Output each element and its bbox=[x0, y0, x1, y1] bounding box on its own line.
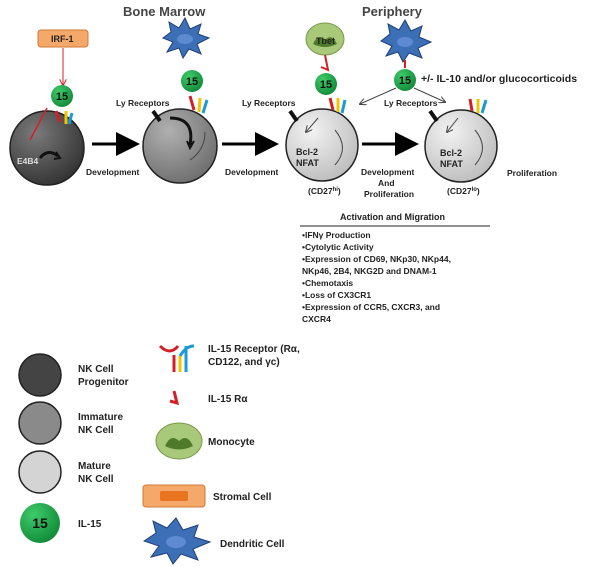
activation-item: NKp46, 2B4, NKG2D and DNAM-1 bbox=[302, 266, 437, 276]
il15-arrow-left bbox=[360, 87, 397, 104]
il15-receptor-icon bbox=[54, 110, 74, 125]
il15-badge-4: 15 bbox=[394, 69, 416, 91]
legend-stromal-label: Stromal Cell bbox=[213, 492, 272, 503]
svg-text:15: 15 bbox=[32, 515, 48, 531]
bcl2-label-2: Bcl-2 bbox=[440, 148, 462, 158]
il15-receptor-icon bbox=[328, 97, 347, 114]
ly-receptors-label-2: Ly Receptors bbox=[242, 98, 296, 108]
cd27lo-label: (CD27lo) bbox=[447, 186, 480, 196]
ly-receptor-bar bbox=[428, 109, 439, 123]
svg-text:NK Cell: NK Cell bbox=[78, 364, 114, 375]
legend-stromal-icon bbox=[142, 484, 206, 508]
transition-label-5: Proliferation bbox=[364, 189, 414, 199]
tbet-label: Tbet bbox=[316, 36, 335, 46]
dendritic-cell-icon bbox=[380, 18, 433, 63]
nfat-label-1: NFAT bbox=[296, 158, 319, 168]
il15-badge-1: 15 bbox=[51, 85, 73, 107]
legend-il15ra-icon bbox=[169, 390, 180, 406]
heading-periphery: Periphery bbox=[362, 4, 423, 19]
legend-dendritic-icon bbox=[142, 517, 212, 565]
bcl2-label-1: Bcl-2 bbox=[296, 147, 318, 157]
legend-progenitor: NK Cell Progenitor bbox=[18, 353, 129, 397]
il15-badge-3: 15 bbox=[315, 73, 337, 95]
activation-item: •Cytolytic Activity bbox=[302, 242, 374, 252]
legend-dendritic-label: Dendritic Cell bbox=[220, 539, 285, 550]
nk-progenitor-cell bbox=[9, 110, 85, 186]
legend-monocyte-label: Monocyte bbox=[208, 437, 255, 448]
svg-text:15: 15 bbox=[320, 79, 332, 91]
legend-il15ra-label: IL-15 Rα bbox=[208, 394, 248, 405]
mature-nk-cell-cd27lo bbox=[424, 109, 498, 183]
svg-text:15: 15 bbox=[186, 76, 198, 88]
legend-il15-receptor-icon bbox=[158, 344, 195, 372]
transition-label-2: Development bbox=[225, 167, 279, 177]
transition-label-6: Proliferation bbox=[507, 168, 557, 178]
il15-receptor-icon bbox=[188, 95, 209, 114]
svg-text:15: 15 bbox=[399, 75, 411, 87]
nfat-label-2: NFAT bbox=[440, 159, 463, 169]
il10-note: +/- IL-10 and/or glucocorticoids bbox=[421, 73, 577, 85]
irf1-label: IRF-1 bbox=[51, 34, 74, 44]
mature-nk-cell-cd27hi bbox=[285, 108, 359, 182]
ly-receptors-label-1: Ly Receptors bbox=[116, 98, 170, 108]
monocyte-icon bbox=[305, 22, 345, 56]
activation-item: •IFNγ Production bbox=[302, 230, 371, 240]
svg-text:15: 15 bbox=[56, 91, 68, 103]
svg-text:Progenitor: Progenitor bbox=[78, 377, 129, 388]
legend-il15: 15 IL-15 bbox=[20, 503, 102, 543]
svg-text:IL-15: IL-15 bbox=[78, 519, 102, 530]
legend-mature: Mature NK Cell bbox=[18, 450, 114, 494]
activation-item: •Expression of CCR5, CXCR3, and bbox=[302, 302, 440, 312]
transition-label-4: And bbox=[378, 178, 395, 188]
activation-item: •Chemotaxis bbox=[302, 278, 353, 288]
legend-il15-receptor-label: IL-15 Receptor (Rα, bbox=[208, 344, 300, 355]
legend-monocyte-icon bbox=[155, 422, 203, 460]
ly-receptor-bar bbox=[151, 109, 162, 123]
legend-immature: Immature NK Cell bbox=[18, 401, 123, 445]
il15-badge-2: 15 bbox=[181, 70, 203, 92]
heading-bone-marrow: Bone Marrow bbox=[123, 4, 206, 19]
svg-text:Immature: Immature bbox=[78, 412, 123, 423]
transition-label-1: Development bbox=[86, 167, 140, 177]
svg-text:Mature: Mature bbox=[78, 461, 111, 472]
activation-title: Activation and Migration bbox=[340, 212, 445, 222]
immature-nk-cell bbox=[142, 108, 218, 184]
svg-text:NK Cell: NK Cell bbox=[78, 425, 114, 436]
activation-item: CXCR4 bbox=[302, 314, 331, 324]
ly-receptors-label-3: Ly Receptors bbox=[384, 98, 438, 108]
legend-il15-receptor-label-2: CD122, and γc) bbox=[208, 357, 280, 368]
cd27hi-label: (CD27hi) bbox=[308, 186, 341, 196]
stromal-cell-icon bbox=[37, 29, 89, 48]
ly-receptor-bar bbox=[288, 109, 299, 123]
transition-label-3: Development bbox=[361, 167, 415, 177]
activation-item: •Loss of CX3CR1 bbox=[302, 290, 371, 300]
dendritic-cell-icon bbox=[161, 16, 211, 60]
il15-arrow-right bbox=[413, 87, 445, 102]
il15-receptor-icon bbox=[468, 98, 488, 114]
e4bp4-label: E4B4 bbox=[17, 156, 39, 166]
activation-item: •Expression of CD69, NKp30, NKp44, bbox=[302, 254, 451, 264]
svg-text:NK Cell: NK Cell bbox=[78, 474, 114, 485]
